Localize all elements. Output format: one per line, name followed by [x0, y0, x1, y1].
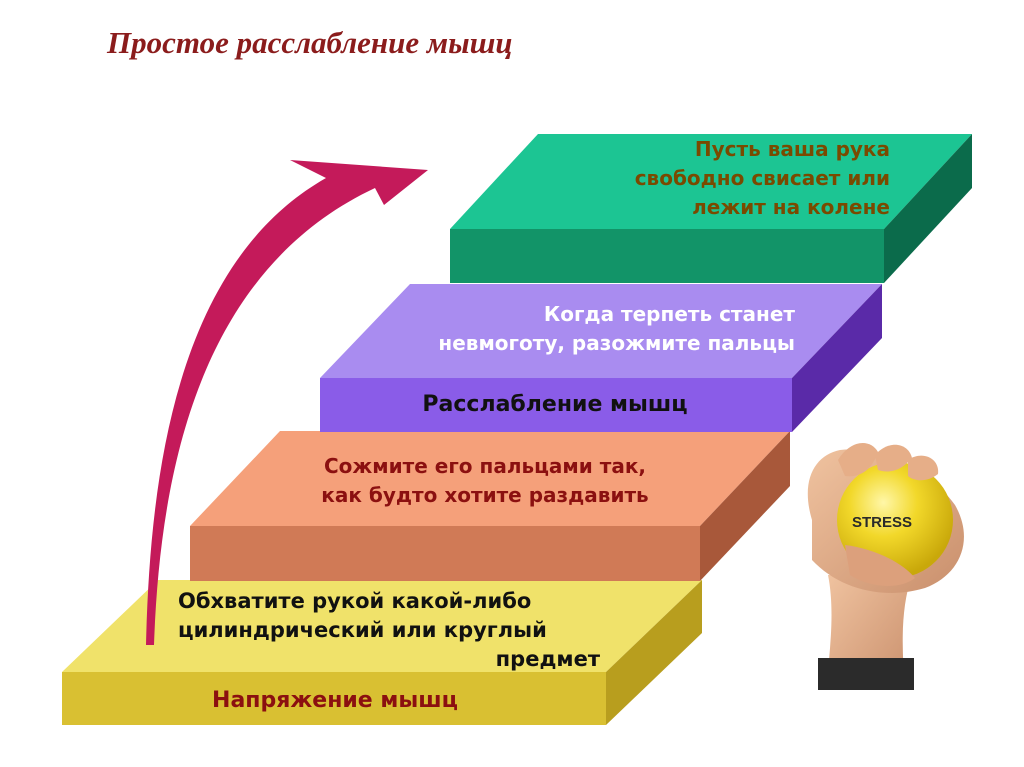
step-1-text: Обхватите рукой какой-либо цилиндрически…: [178, 587, 628, 674]
step-1-side: [606, 580, 702, 725]
step-4-line-1: Пусть ваша рука: [694, 137, 890, 161]
step-4: [450, 134, 972, 283]
step-1-front: [62, 672, 606, 725]
step-4-side: [884, 134, 972, 283]
step-3: [320, 284, 882, 432]
stress-ball: [837, 462, 953, 578]
step-3-side: [792, 284, 882, 432]
page-title: Простое расслабление мышц: [107, 25, 513, 60]
step-3-text: Когда терпеть станет невмоготу, разожмит…: [380, 300, 795, 358]
step-2-side: [700, 431, 790, 581]
step-4-line-3: лежит на колене: [692, 195, 890, 219]
step-2-line-2: как будто хотите раздавить: [321, 483, 649, 507]
step-4-front: [450, 229, 884, 283]
step-1: [62, 580, 702, 725]
stress-ball-hand-image: STRESS: [807, 442, 964, 690]
stress-ball-label: STRESS: [852, 514, 912, 531]
step-3-line-2: невмоготу, разожмите пальцы: [438, 331, 795, 355]
step-2: [190, 431, 790, 581]
step-1-line-3: предмет: [495, 647, 600, 671]
step-2-text: Сожмите его пальцами так, как будто хоти…: [200, 452, 770, 510]
step-1-line-2: цилиндрический или круглый: [178, 618, 547, 642]
step-4-text: Пусть ваша рука свободно свисает или леж…: [470, 135, 890, 222]
step-2-top: [190, 431, 790, 526]
step-4-top: [450, 134, 972, 229]
step-3-label: Расслабление мышц: [422, 392, 688, 417]
step-2-front: [190, 526, 700, 581]
step-3-line-1: Когда терпеть станет: [543, 302, 795, 326]
step-4-line-2: свободно свисает или: [634, 166, 890, 190]
step-1-line-1: Обхватите рукой какой-либо: [178, 589, 532, 613]
step-1-label: Напряжение мышц: [212, 688, 458, 713]
step-3-top: [320, 284, 882, 378]
step-1-top: [62, 580, 702, 672]
step-2-line-1: Сожмите его пальцами так,: [323, 454, 647, 478]
step-3-front: [320, 378, 792, 432]
